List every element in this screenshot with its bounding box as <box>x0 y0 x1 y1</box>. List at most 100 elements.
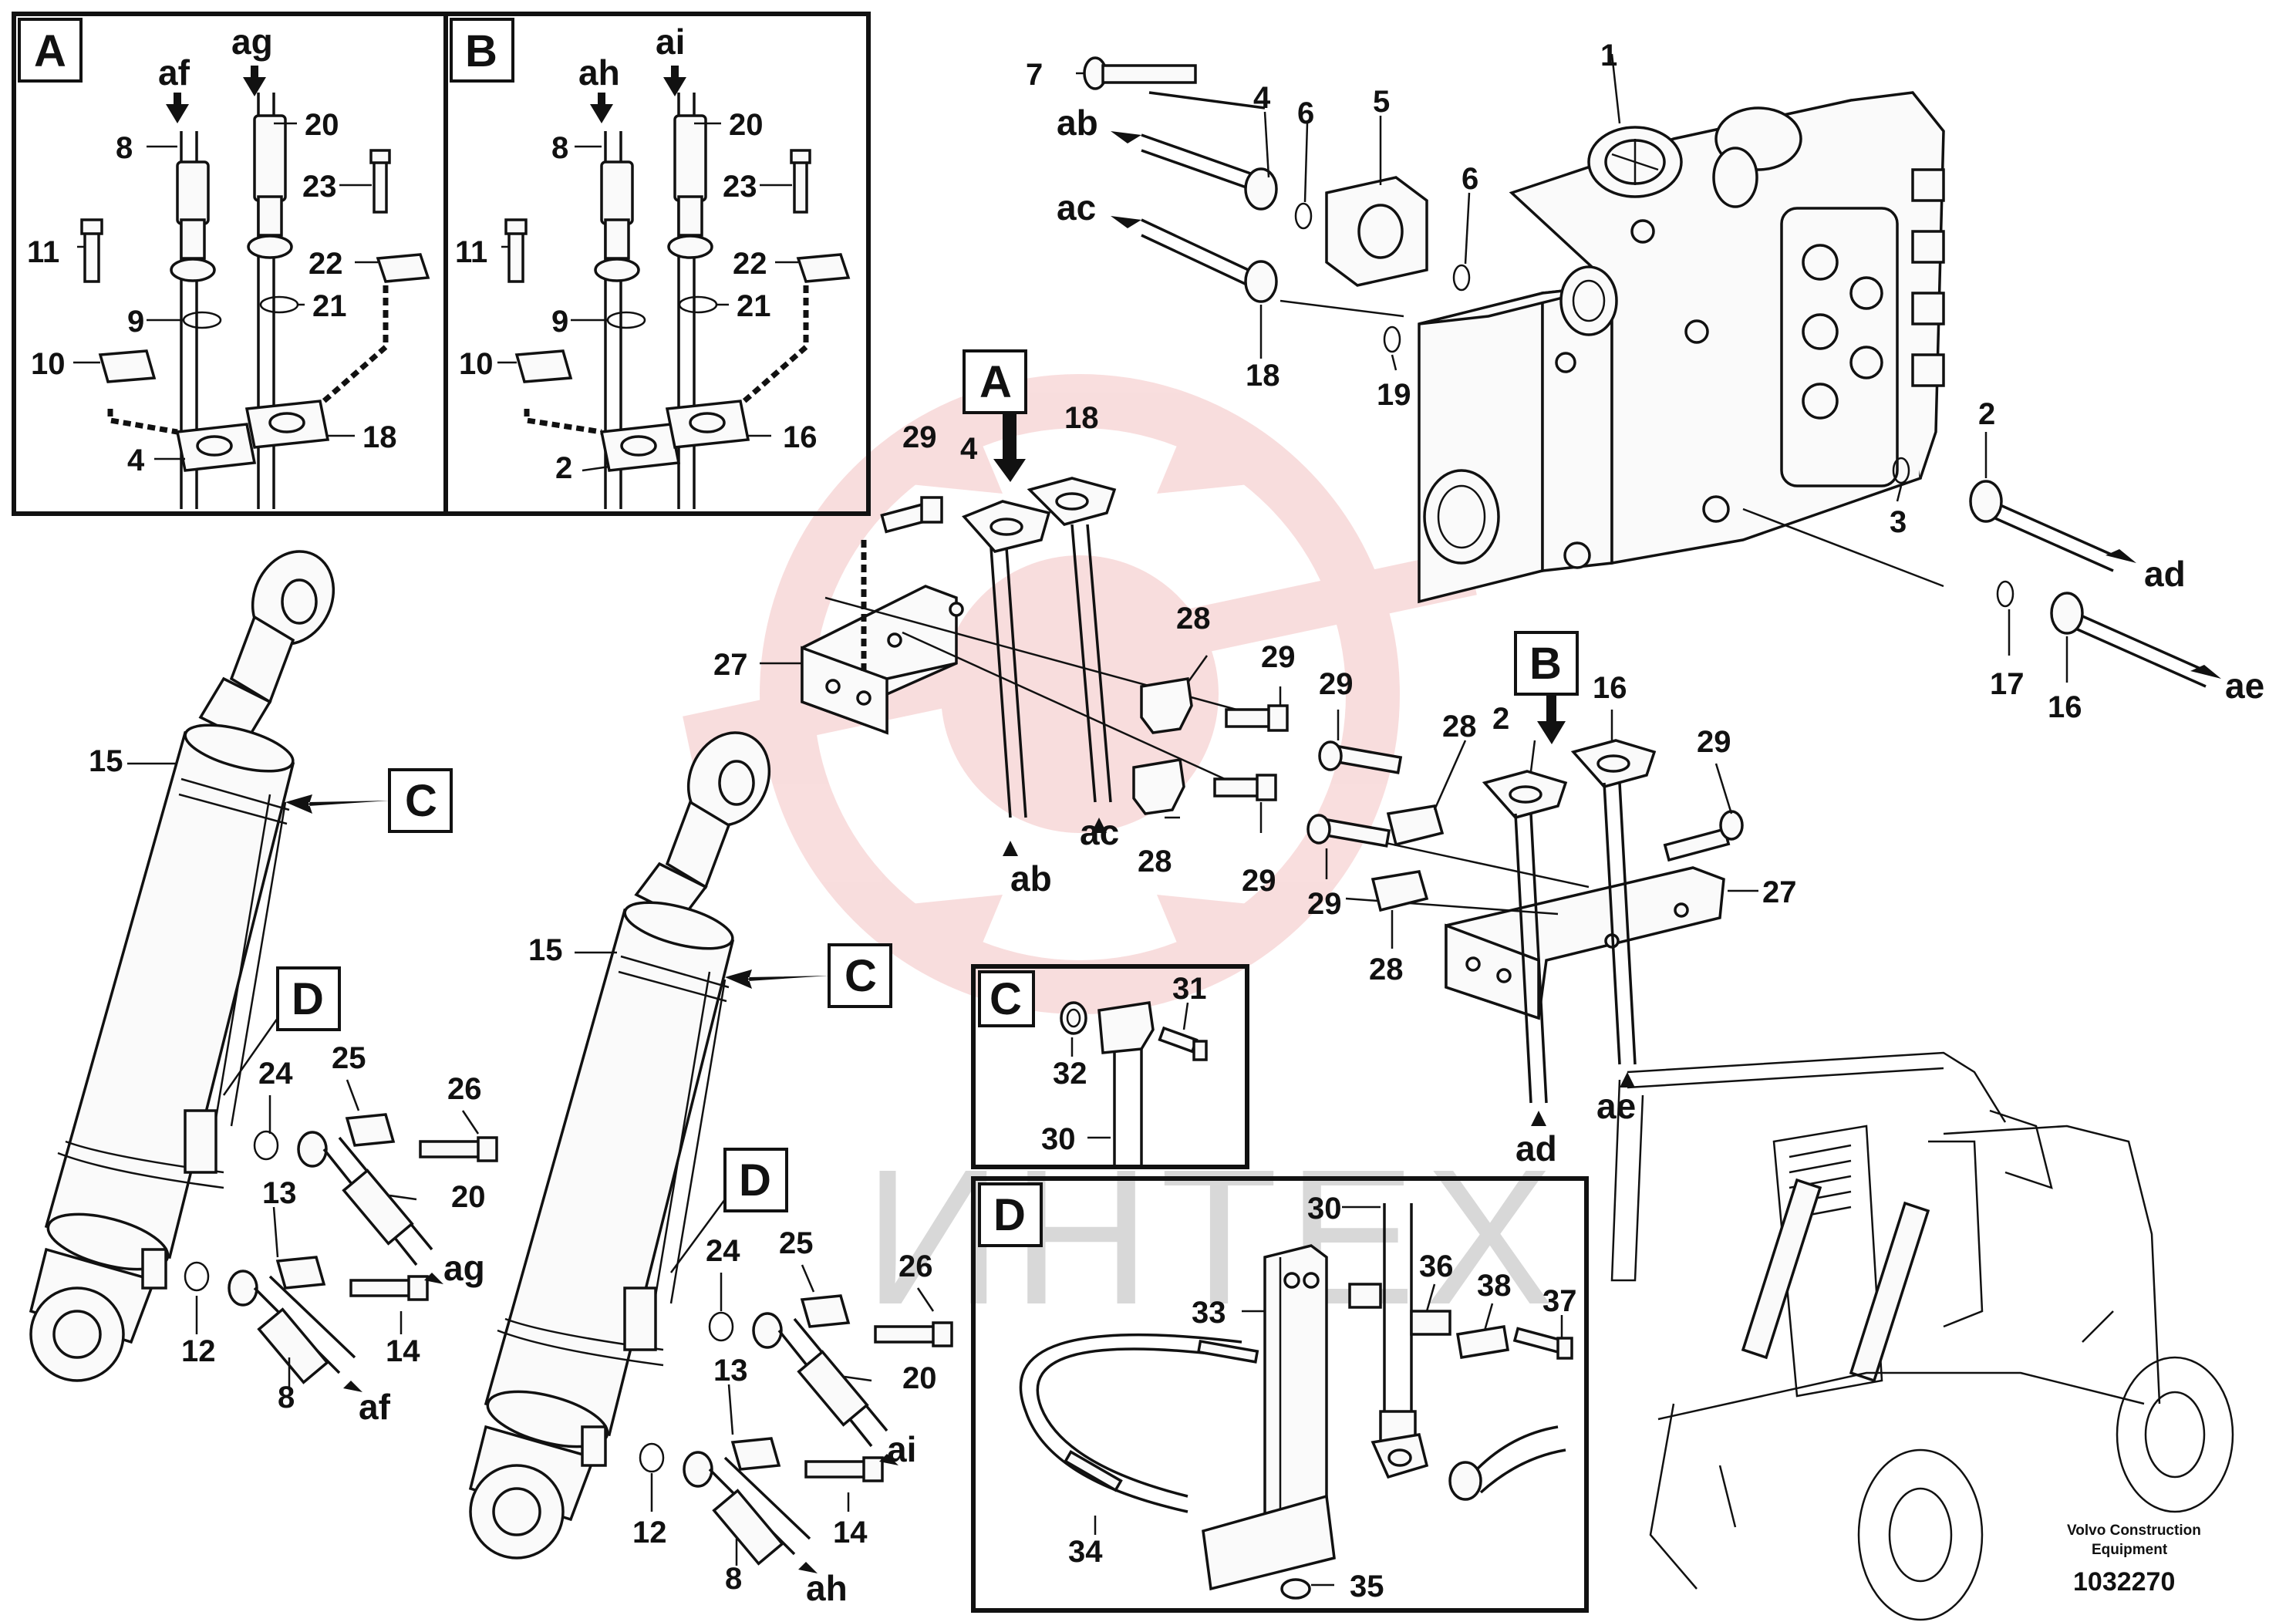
label-36: 36 <box>1419 1249 1454 1283</box>
label-4-center: 4 <box>960 432 978 466</box>
label-1: 1 <box>1600 39 1617 73</box>
label-3: 3 <box>1890 505 1907 539</box>
label-28-r-lower: 28 <box>1369 953 1404 986</box>
label-29-r1: 29 <box>1319 667 1354 701</box>
detail-frame-b: B ah ai 8 20 <box>443 12 871 516</box>
label-6-top: 6 <box>1297 96 1314 130</box>
label-15-left: 15 <box>89 744 123 778</box>
label-ag-left: ag <box>443 1248 485 1288</box>
label-10-b: 10 <box>459 347 494 381</box>
label-4-top: 4 <box>1253 81 1271 115</box>
label-6-right: 6 <box>1462 162 1478 196</box>
label-9-a: 9 <box>127 305 144 339</box>
frame-c-letter: C <box>990 974 1022 1024</box>
callout-d-right: D <box>739 1155 771 1206</box>
label-2-right: 2 <box>1978 397 1995 431</box>
label-27-left: 27 <box>713 648 748 682</box>
label-15-right: 15 <box>528 933 563 967</box>
label-34: 34 <box>1068 1535 1103 1569</box>
label-32: 32 <box>1053 1057 1087 1091</box>
tilt-cylinder-right: C D 15 24 25 26 20 13 ai 12 14 8 ah <box>468 731 953 1608</box>
tilt-cylinder-left: C D 15 24 25 26 20 13 ag 12 14 8 af <box>29 550 498 1427</box>
label-21-b: 21 <box>737 289 771 323</box>
label-29-c3: 29 <box>1242 864 1276 898</box>
label-35: 35 <box>1350 1570 1384 1603</box>
label-21-a: 21 <box>312 289 347 323</box>
brand-line2: Equipment <box>2092 1542 2168 1558</box>
label-24-right: 24 <box>706 1234 740 1268</box>
label-ab-center: ab <box>1010 858 1052 899</box>
callout-b-center: B <box>1529 639 1562 689</box>
label-33: 33 <box>1192 1296 1226 1330</box>
label-22-b: 22 <box>733 247 767 281</box>
label-31: 31 <box>1172 972 1207 1006</box>
label-37: 37 <box>1542 1284 1577 1318</box>
label-ae-right: ae <box>2225 666 2264 706</box>
label-5: 5 <box>1373 85 1390 119</box>
label-8-left: 8 <box>278 1381 295 1415</box>
valve-pipes: 7 ab ac 4 6 5 6 1 18 19 2 3 ad 17 16 ae <box>1026 39 2264 724</box>
callout-c-left: C <box>405 776 437 826</box>
label-27-right: 27 <box>1762 875 1797 909</box>
label-18-a: 18 <box>362 420 397 454</box>
figure-number: 1032270 <box>2073 1567 2175 1597</box>
label-ah-right: ah <box>806 1568 848 1608</box>
callout-d-left: D <box>292 974 324 1024</box>
label-38: 38 <box>1477 1269 1512 1303</box>
label-14-right: 14 <box>833 1516 868 1549</box>
label-12-left: 12 <box>181 1334 216 1368</box>
label-29-c1: 29 <box>902 420 937 454</box>
label-28-r-upper: 28 <box>1442 710 1477 744</box>
label-22-a: 22 <box>308 247 343 281</box>
label-14-left: 14 <box>386 1334 420 1368</box>
label-20-right: 20 <box>902 1361 937 1395</box>
label-19: 19 <box>1377 378 1411 412</box>
callout-c-right: C <box>845 951 877 1001</box>
label-af-a: af <box>158 52 190 93</box>
label-10-a: 10 <box>31 347 66 381</box>
loader-overview: Volvo Construction Equipment 1032270 <box>1610 1051 2234 1621</box>
label-23-a: 23 <box>302 170 337 204</box>
label-8-b: 8 <box>551 131 568 165</box>
label-8-right: 8 <box>725 1562 742 1596</box>
bracket-assembly-a: A 29 4 18 27 28 <box>713 349 1296 899</box>
label-20-a: 20 <box>305 108 339 142</box>
label-23-b: 23 <box>723 170 757 204</box>
label-16-right: 16 <box>2048 690 2082 724</box>
label-26-left: 26 <box>447 1072 482 1106</box>
bracket-assembly-b: B 29 28 2 16 29 <box>1306 631 1797 1168</box>
label-ai-right: ai <box>887 1429 916 1469</box>
label-2-b: 2 <box>555 451 572 485</box>
label-24-left: 24 <box>258 1057 293 1091</box>
detail-frame-d: D 30 33 36 38 37 34 35 <box>971 1176 1589 1613</box>
label-25-right: 25 <box>779 1226 814 1260</box>
label-18-top: 18 <box>1246 359 1280 393</box>
label-ah-b: ah <box>578 52 620 93</box>
label-28-upper: 28 <box>1176 602 1211 636</box>
detail-frame-c: C 31 32 30 <box>971 964 1249 1169</box>
label-18-center: 18 <box>1064 401 1099 435</box>
label-26-right: 26 <box>899 1249 933 1283</box>
label-13-right: 13 <box>713 1354 748 1388</box>
label-28-lower: 28 <box>1138 845 1172 878</box>
label-30-d: 30 <box>1307 1192 1342 1226</box>
label-7: 7 <box>1026 58 1043 92</box>
label-ai-b: ai <box>656 22 685 62</box>
label-9-b: 9 <box>551 305 568 339</box>
label-11-b: 11 <box>455 235 487 269</box>
frame-a-letter: A <box>34 26 66 76</box>
label-ac-top: ac <box>1057 187 1096 228</box>
label-29-c2: 29 <box>1261 640 1296 674</box>
label-ab-top: ab <box>1057 103 1098 143</box>
label-ae-center: ae <box>1596 1086 1636 1126</box>
label-25-left: 25 <box>332 1041 366 1075</box>
label-ag-a: ag <box>231 22 273 62</box>
frame-d-letter: D <box>993 1190 1026 1240</box>
label-8-a: 8 <box>116 131 133 165</box>
control-valve <box>1418 91 1945 604</box>
label-16-b: 16 <box>783 420 818 454</box>
label-11-a: 11 <box>27 235 59 269</box>
label-20-b: 20 <box>729 108 764 142</box>
label-12-right: 12 <box>632 1516 667 1549</box>
